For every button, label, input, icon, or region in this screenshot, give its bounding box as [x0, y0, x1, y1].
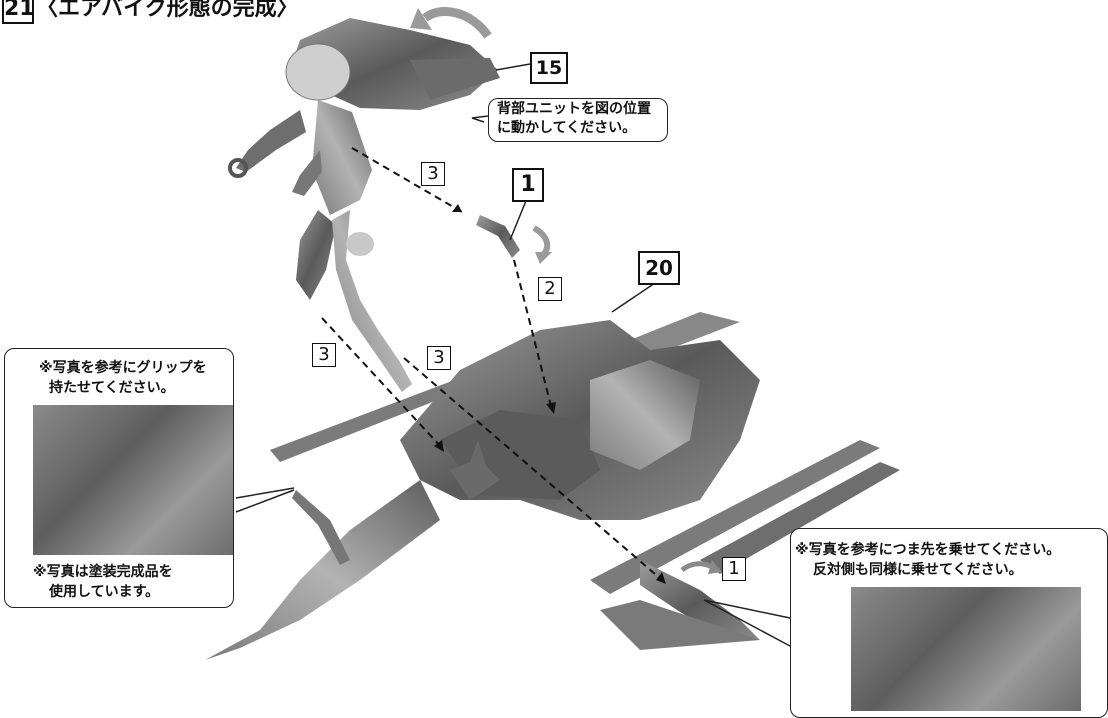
step-number-box: 21 [2, 0, 35, 24]
part-1-piece [476, 215, 520, 258]
airbike-silhouette [205, 312, 900, 660]
substep-3-top: 3 [421, 162, 445, 186]
part-number-20: 20 [638, 251, 680, 285]
substep-2: 2 [538, 277, 562, 301]
grip-note-line1: ※写真を参考にグリップを [39, 360, 207, 376]
substep-3-mid: 3 [427, 346, 451, 370]
part-number-15: 15 [530, 52, 568, 84]
figure-silhouette [228, 18, 500, 392]
painted-note-line2: 使用しています。 [49, 584, 160, 600]
toe-note-line2: 反対側も同様に乗せてください。 [813, 562, 1023, 578]
step-title: 〈エアバイク形態の完成〉 [36, 0, 299, 21]
down-arrow-icon [532, 225, 551, 256]
toe-note-panel: ※写真を参考につま先を乗せてください。 反対側も同様に乗せてください。 [790, 528, 1108, 718]
back-unit-note: 背部ユニットを図の位置 に動かしてください。 [488, 98, 668, 142]
guide-arrows [321, 147, 663, 581]
substep-1-bottom: 1 [722, 557, 746, 581]
grip-note-panel: ※写真を参考にグリップを 持たせてください。 ※写真は塗装完成品を 使用していま… [4, 348, 234, 608]
grip-note-line2: 持たせてください。 [49, 380, 175, 396]
back-unit-note-line2: に動かしてください。 [497, 120, 637, 136]
toe-note-line1: ※写真を参考につま先を乗せてください。 [795, 542, 1061, 558]
painted-note-line1: ※写真は塗装完成品を [33, 564, 173, 580]
back-unit-note-line1: 背部ユニットを図の位置 [497, 101, 651, 117]
flip-arrow-icon [680, 561, 716, 573]
rotate-arrow-icon [422, 7, 492, 39]
substep-3-left: 3 [312, 343, 336, 367]
part-number-1: 1 [512, 168, 544, 202]
grip-photo [33, 405, 233, 555]
toe-photo [851, 587, 1081, 711]
